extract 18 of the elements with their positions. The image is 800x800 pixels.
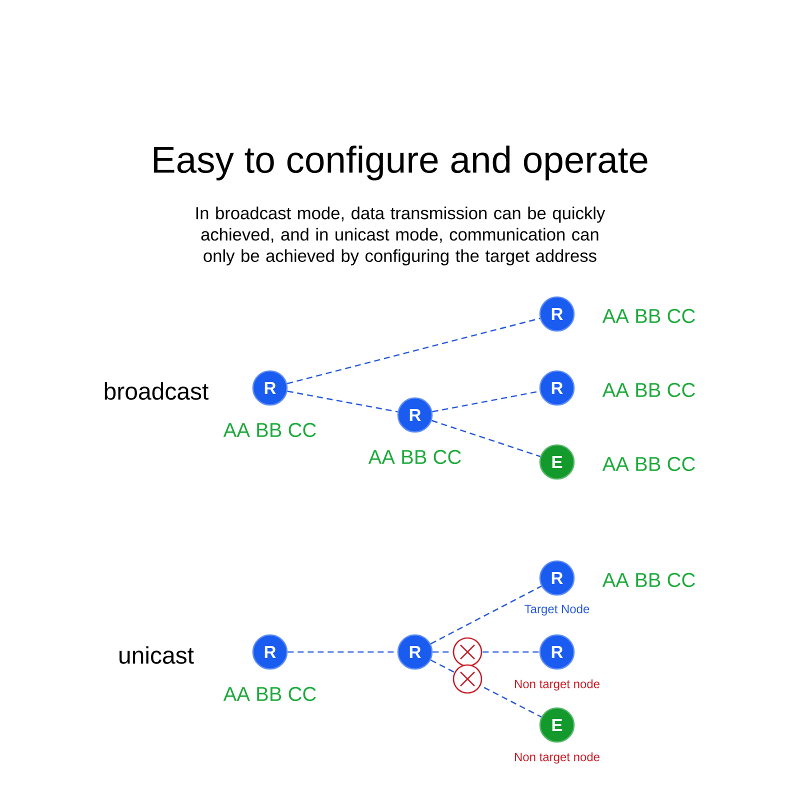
address-label: AA BB CC bbox=[602, 382, 695, 398]
address-label: AA BB CC bbox=[223, 422, 316, 438]
dashed-link bbox=[430, 586, 542, 644]
dashed-link bbox=[286, 318, 540, 384]
address-label: AA BB CC bbox=[602, 308, 695, 324]
status-label: Target Node bbox=[524, 604, 590, 616]
status-label: Non target node bbox=[514, 679, 600, 691]
address-label: AA BB CC bbox=[602, 456, 695, 472]
mode-label: unicast bbox=[120, 646, 194, 664]
mode-label: broadcast bbox=[104, 382, 209, 400]
dashed-link bbox=[432, 420, 540, 458]
address-label: AA BB CC bbox=[368, 450, 461, 464]
title: Easy to configure and operate bbox=[154, 146, 648, 180]
subtitle: In broadcast mode, data transmission can be quickly achieved, and in unicast mode, communication can only be achieved by configuring the target address bbox=[196, 206, 606, 266]
address-label: AA BB CC bbox=[223, 686, 316, 702]
dashed-link bbox=[287, 390, 398, 412]
status-label: Non target node bbox=[514, 752, 600, 764]
address-label: AA BB CC bbox=[602, 572, 695, 588]
